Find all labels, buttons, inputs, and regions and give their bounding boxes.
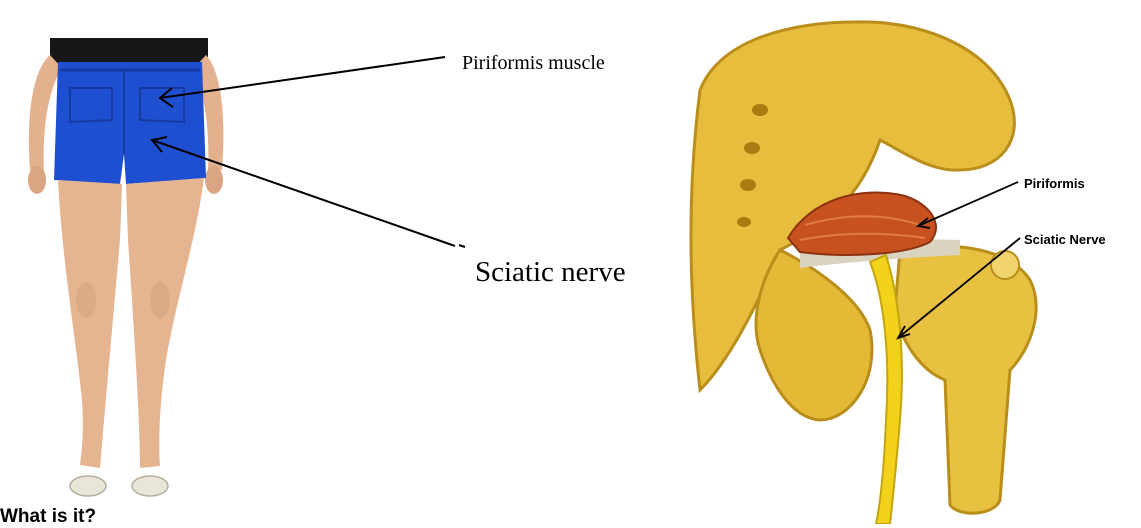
label-sciatic-nerve-anatomy: Sciatic Nerve xyxy=(1024,232,1106,247)
label-sciatic-nerve: Sciatic nerve xyxy=(475,256,626,289)
label-piriformis: Piriformis xyxy=(1024,176,1085,191)
label-piriformis-muscle: Piriformis muscle xyxy=(462,52,605,75)
section-heading: What is it? xyxy=(0,506,96,528)
